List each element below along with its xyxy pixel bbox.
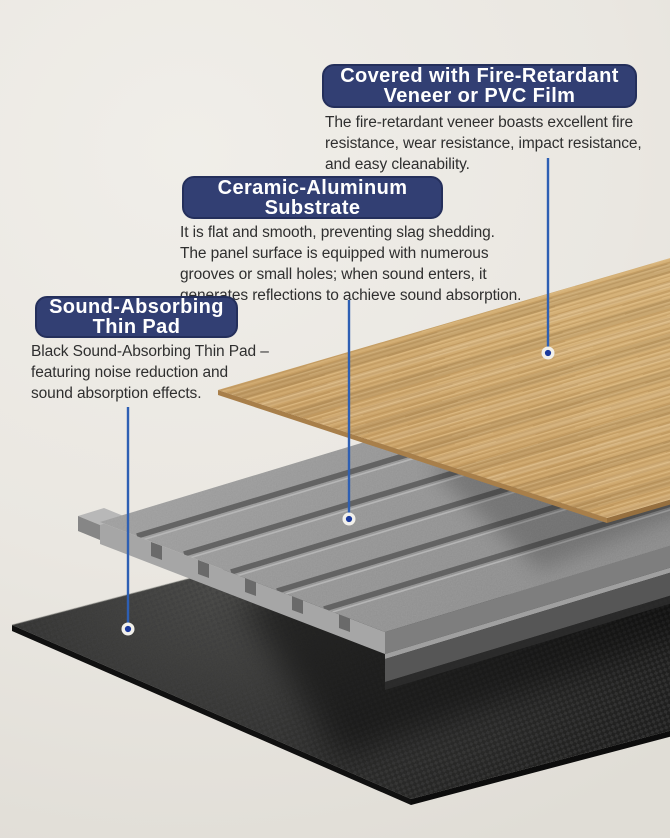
description-line: and easy cleanability. xyxy=(325,156,470,173)
leader-dot-veneer xyxy=(541,346,555,360)
callout-pad-title-box: Sound-Absorbing Thin Pad xyxy=(35,296,238,338)
callout-veneer-description: The fire-retardant veneer boasts excelle… xyxy=(325,112,642,175)
substrate-front-shadow xyxy=(385,595,670,690)
callout-substrate-title-box: Ceramic-Aluminum Substrate xyxy=(182,176,443,219)
pad-edge-left xyxy=(12,625,411,805)
description-line: grooves or small holes; when sound enter… xyxy=(180,266,487,283)
substrate-endcap-notch xyxy=(245,578,256,596)
callout-veneer-title-box: Covered with Fire-Retardant Veneer or PV… xyxy=(322,64,637,108)
wood-edge-right xyxy=(607,499,670,523)
callout-veneer-title-line2: Veneer or PVC Film xyxy=(383,85,576,107)
substrate-tongue-top xyxy=(78,508,126,525)
substrate-front-face xyxy=(385,545,670,654)
description-line: resistance, wear resistance, impact resi… xyxy=(325,135,642,152)
callout-veneer-title-line1: Covered with Fire-Retardant xyxy=(340,65,619,87)
wood-edge-left xyxy=(218,390,607,523)
substrate-front-tongue xyxy=(385,572,670,682)
substrate-endcap-notch xyxy=(339,614,350,632)
callout-pad-title-line2: Thin Pad xyxy=(92,316,181,338)
description-line: sound absorption effects. xyxy=(31,385,202,402)
callout-pad-description: Black Sound-Absorbing Thin Pad – featuri… xyxy=(31,341,269,404)
substrate-endcap-notch xyxy=(292,596,303,614)
substrate-endcap-notch xyxy=(198,560,209,578)
callout-substrate-description: It is flat and smooth, preventing slag s… xyxy=(180,222,521,306)
description-line: It is flat and smooth, preventing slag s… xyxy=(180,224,495,241)
description-line: featuring noise reduction and xyxy=(31,364,229,381)
substrate-endcap xyxy=(100,522,385,654)
description-line: The fire-retardant veneer boasts excelle… xyxy=(325,114,634,131)
substrate-endcap-notch xyxy=(151,542,162,560)
leaders xyxy=(121,158,555,636)
wood-shadow-on-substrate xyxy=(430,318,670,570)
leader-dot-pad xyxy=(121,622,135,636)
callout-substrate-title-line1: Ceramic-Aluminum xyxy=(217,176,408,199)
substrate-front-ledge xyxy=(385,567,670,659)
description-line: The panel surface is equipped with numer… xyxy=(180,245,489,262)
pad-edge-right xyxy=(411,730,670,805)
leader-dot-substrate xyxy=(342,512,356,526)
callout-pad-title-line1: Sound-Absorbing xyxy=(49,296,224,318)
description-line: Black Sound-Absorbing Thin Pad – xyxy=(31,343,269,360)
description-line: generates reflections to achieve sound a… xyxy=(180,287,522,304)
callout-substrate-title-line2: Substrate xyxy=(264,196,361,219)
substrate-tongue-front xyxy=(78,516,100,540)
